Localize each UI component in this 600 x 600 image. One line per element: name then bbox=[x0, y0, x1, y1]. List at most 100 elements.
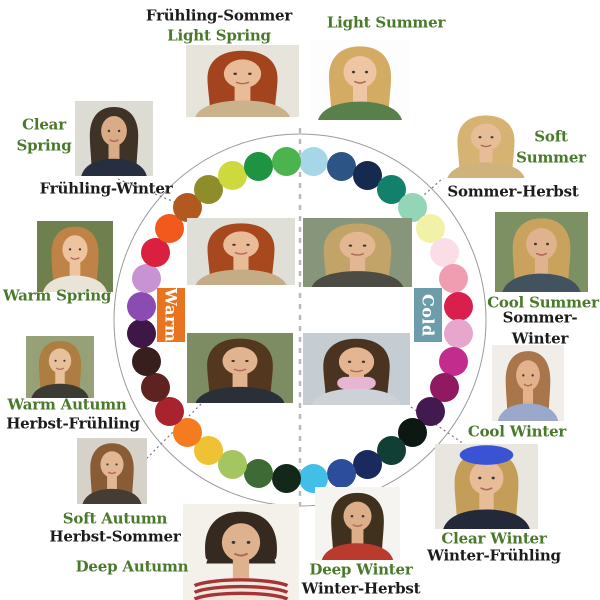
face-shape bbox=[100, 451, 124, 478]
color-dot bbox=[127, 319, 157, 349]
color-dot bbox=[244, 459, 274, 489]
season-label-clear-winter: Clear Winter bbox=[441, 529, 546, 550]
fringe-shape bbox=[95, 445, 129, 464]
season-label-line: Summer bbox=[516, 148, 586, 166]
portrait-photo-clear-winter bbox=[435, 444, 538, 529]
color-dot bbox=[141, 238, 171, 268]
season-label-fruehling-sommer: Frühling-Sommer bbox=[146, 6, 292, 27]
fringe-shape bbox=[216, 52, 269, 74]
face-shape bbox=[222, 347, 258, 375]
face-shape bbox=[223, 59, 262, 89]
scarf-shape bbox=[337, 376, 376, 390]
portrait-photo-soft-autumn bbox=[77, 438, 147, 504]
portrait-photo-deep-winter bbox=[315, 487, 400, 560]
outer-circle-line bbox=[113, 133, 487, 507]
color-dot bbox=[326, 151, 356, 181]
color-dot bbox=[218, 161, 248, 191]
season-label-herbst-sommer: Herbst-Sommer bbox=[49, 527, 180, 548]
shoulders-shape bbox=[321, 543, 394, 560]
color-dot bbox=[127, 291, 157, 321]
color-dot bbox=[271, 463, 301, 493]
season-label-line: Frühling-Sommer bbox=[145, 6, 293, 25]
portrait-photo-light-summer bbox=[310, 40, 410, 120]
fringe-shape bbox=[95, 109, 133, 131]
fringe-shape bbox=[214, 514, 268, 542]
season-label-line: Warm Spring bbox=[2, 286, 112, 305]
face-shape bbox=[223, 231, 259, 259]
color-dot bbox=[131, 264, 161, 294]
shoulders-shape bbox=[195, 269, 287, 285]
color-dot bbox=[352, 449, 382, 479]
season-label-line: Herbst-Frühling bbox=[6, 414, 140, 433]
season-label-cool-winter: Cool Winter bbox=[468, 422, 566, 443]
shoulders-shape bbox=[443, 509, 530, 529]
portrait-photo-cool-summer bbox=[495, 212, 588, 292]
shoulders-shape bbox=[502, 273, 581, 292]
season-label-line: Soft Autumn bbox=[62, 509, 168, 528]
season-label-line: Light Summer bbox=[326, 13, 446, 32]
season-label-winter-fruehling: Winter-Frühling bbox=[427, 546, 561, 567]
season-label-sommer-herbst: Sommer-Herbst bbox=[447, 182, 578, 203]
shoulders-shape bbox=[447, 162, 525, 178]
color-dot bbox=[141, 372, 171, 402]
warm-side-tag: Warm bbox=[157, 288, 185, 342]
connector-line bbox=[117, 178, 183, 206]
shoulders-shape bbox=[497, 403, 559, 421]
season-label-sommer-winter: Sommer-Winter bbox=[503, 307, 578, 348]
season-label-line: Deep Autumn bbox=[75, 557, 189, 576]
face-shape bbox=[516, 360, 540, 391]
face-shape bbox=[221, 523, 261, 562]
shoulders-shape bbox=[31, 383, 89, 398]
season-label-line: Herbst-Sommer bbox=[49, 527, 181, 546]
shoulders-shape bbox=[195, 100, 290, 117]
face-shape bbox=[338, 347, 375, 377]
face-shape bbox=[62, 235, 88, 264]
color-dot bbox=[443, 291, 473, 321]
beret-shape bbox=[459, 445, 514, 465]
face-shape bbox=[343, 56, 377, 88]
shoulders-shape bbox=[311, 271, 404, 287]
portrait-photo-soft-summer bbox=[440, 110, 532, 178]
shoulders-shape bbox=[318, 101, 402, 120]
color-dot bbox=[443, 319, 473, 349]
season-label-line: Clear bbox=[22, 115, 66, 134]
season-label-cool-summer: Cool Summer bbox=[487, 293, 599, 314]
season-label-line: Warm Autumn bbox=[7, 395, 127, 414]
fringe-shape bbox=[337, 495, 378, 516]
color-dot bbox=[155, 396, 185, 426]
shoulders-shape bbox=[82, 488, 142, 504]
season-label-line: Cool Summer bbox=[487, 293, 599, 312]
portrait-photo-inner-warm-top bbox=[187, 218, 295, 285]
season-label-line: Sommer-Herbst bbox=[447, 182, 579, 201]
cold-side-tag: Cold bbox=[414, 288, 442, 342]
season-label-warm-autumn: Warm Autumn bbox=[7, 395, 126, 416]
shoulders-shape bbox=[311, 388, 402, 405]
season-label-line: Winter-Frühling bbox=[427, 546, 561, 565]
color-dot bbox=[326, 459, 356, 489]
season-label-soft-autumn: Soft Autumn bbox=[62, 509, 168, 530]
season-label-line: Winter-Herbst bbox=[301, 579, 421, 598]
face-shape bbox=[526, 228, 557, 260]
face-shape bbox=[339, 231, 376, 260]
color-dot bbox=[244, 151, 274, 181]
shoulders-shape bbox=[43, 275, 107, 292]
fringe-shape bbox=[332, 225, 383, 245]
face-shape bbox=[101, 116, 127, 146]
fringe-shape bbox=[520, 220, 563, 244]
fringe-shape bbox=[464, 117, 508, 137]
season-label-line: Spring bbox=[16, 136, 72, 154]
color-dot bbox=[299, 147, 329, 177]
season-label-line: Soft bbox=[534, 127, 568, 146]
portrait-photo-warm-autumn bbox=[26, 336, 94, 398]
shoulders-shape bbox=[81, 158, 147, 176]
color-dot bbox=[429, 238, 459, 268]
cold-side-tag-label: Cold bbox=[418, 293, 438, 337]
color-dot bbox=[131, 346, 161, 376]
face-shape bbox=[48, 348, 72, 374]
portrait-photo-inner-cool-top bbox=[303, 218, 412, 287]
warm-side-tag-label: Warm bbox=[161, 287, 181, 343]
face-shape bbox=[469, 461, 504, 495]
portrait-photo-warm-spring bbox=[37, 221, 113, 292]
